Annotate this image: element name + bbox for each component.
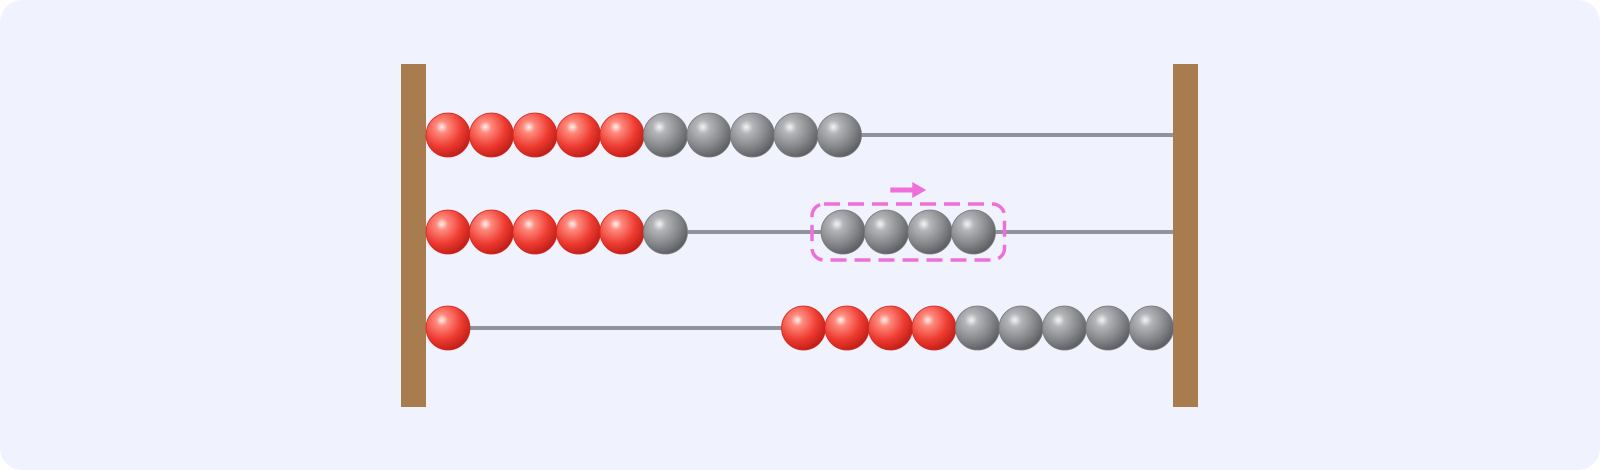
bead-gray-row3-9[interactable] (1085, 305, 1131, 351)
bead-red-row2-1[interactable] (425, 209, 471, 255)
bead-gray-row2-9[interactable] (907, 209, 953, 255)
frame-left-bar (401, 64, 426, 407)
bead-red-row1-3[interactable] (512, 112, 558, 158)
bead-red-row3-4[interactable] (868, 305, 913, 351)
bead-gray-row3-6[interactable] (955, 305, 1000, 351)
bead-gray-row1-9[interactable] (773, 112, 819, 158)
bead-gray-row3-10[interactable] (1129, 305, 1174, 351)
bead-red-row1-2[interactable] (469, 112, 514, 158)
bead-gray-row2-8[interactable] (864, 209, 909, 255)
bead-gray-row3-7[interactable] (998, 305, 1044, 351)
moving-group-highlight (810, 202, 1007, 262)
frame-right-bar (1173, 64, 1198, 407)
bead-gray-row2-7[interactable] (820, 209, 866, 255)
bead-red-row2-5[interactable] (599, 209, 645, 255)
bead-gray-row1-8[interactable] (730, 112, 775, 158)
bead-gray-row1-7[interactable] (686, 112, 732, 158)
bead-gray-row3-8[interactable] (1042, 305, 1087, 351)
bead-red-row1-1[interactable] (425, 112, 471, 158)
bead-red-row1-4[interactable] (556, 112, 601, 158)
bead-red-row2-2[interactable] (469, 209, 514, 255)
bead-red-row3-2[interactable] (781, 305, 826, 351)
bead-gray-row2-6[interactable] (643, 209, 688, 255)
bead-red-row2-4[interactable] (556, 209, 601, 255)
bead-red-row1-5[interactable] (599, 112, 645, 158)
bead-gray-row1-6[interactable] (643, 112, 688, 158)
bead-red-row3-1[interactable] (425, 305, 471, 351)
bead-red-row2-3[interactable] (512, 209, 558, 255)
bead-red-row3-5[interactable] (911, 305, 957, 351)
bead-red-row3-3[interactable] (824, 305, 870, 351)
bead-gray-row1-10[interactable] (817, 112, 862, 158)
move-right-arrow-icon (890, 182, 927, 198)
bead-gray-row2-10[interactable] (951, 209, 996, 255)
